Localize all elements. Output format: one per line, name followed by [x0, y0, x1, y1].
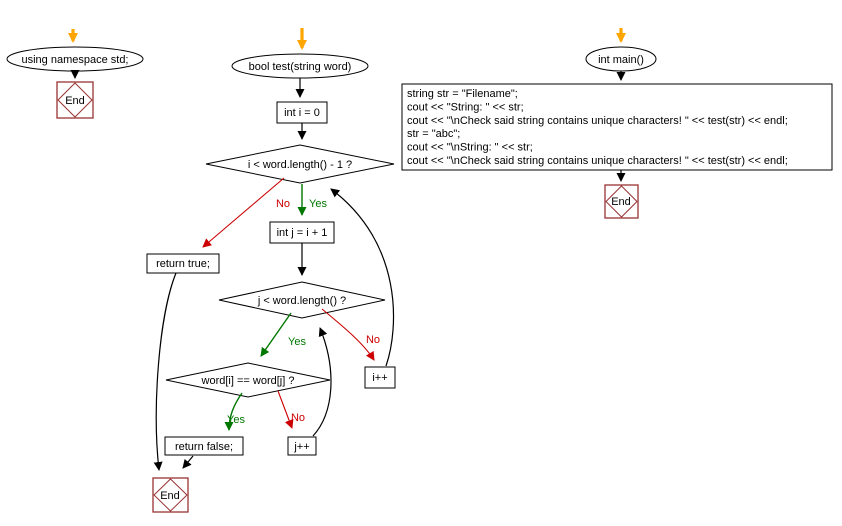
- edge-inner-yes-label: Yes: [288, 336, 306, 348]
- code-line-3: cout << "\nCheck said string contains un…: [407, 115, 788, 127]
- code-line-6: cout << "\nCheck said string contains un…: [407, 155, 788, 167]
- connector-returnfalse-end: [182, 455, 194, 469]
- code-line-5: cout << "\nString: " << str;: [407, 142, 533, 154]
- end-node-main-diamond: [605, 185, 638, 218]
- edge-inner-yes: [260, 312, 292, 357]
- process-inc-i-label: i++: [372, 372, 387, 384]
- start-node-namespace-label: using namespace std;: [21, 54, 128, 66]
- end-node-test-diamond: [153, 478, 188, 512]
- edge-match-no-label: No: [291, 412, 305, 424]
- process-inc-j-label: j++: [293, 441, 309, 453]
- end-node-left: [56, 81, 94, 119]
- process-init-j-label: int j = i + 1: [277, 227, 328, 239]
- process-return-true-label: return true;: [156, 258, 210, 270]
- connector-incj-inner: [312, 327, 332, 437]
- code-line-4: str = "abc";: [407, 128, 460, 140]
- process-main-code: [401, 83, 833, 171]
- edge-match-no: [277, 390, 294, 429]
- decision-outer-loop-label: i < word.length() - 1 ?: [248, 159, 352, 171]
- connector-inci-outer: [330, 188, 395, 367]
- process-init-i-label: int i = 0: [284, 107, 320, 119]
- edge-outer-yes-label: Yes: [309, 198, 327, 210]
- end-node-left-label: End: [65, 95, 85, 107]
- end-node-left-diamond: [57, 82, 93, 118]
- connector-returntrue-end: [153, 272, 177, 471]
- process-return-false: [164, 436, 244, 456]
- decision-inner-loop-label: j < word.length() ?: [257, 295, 346, 307]
- edge-match-yes-label: Yes: [227, 414, 245, 426]
- start-node-main-label: int main(): [598, 54, 644, 66]
- process-return-false-label: return false;: [175, 441, 233, 453]
- code-line-1: string str = "Filename";: [407, 88, 518, 100]
- end-node-main-label: End: [611, 196, 631, 208]
- decision-inner-loop: [218, 281, 386, 319]
- edge-inner-no: [321, 308, 375, 361]
- start-node-test-label: bool test(string word): [249, 61, 352, 73]
- decision-match: [165, 362, 331, 398]
- decision-outer-loop: [205, 144, 395, 184]
- edge-outer-no: [202, 177, 285, 248]
- decision-match-label: word[i] == word[j] ?: [201, 375, 295, 387]
- end-node-main: [604, 184, 639, 219]
- process-inc-j: [287, 436, 317, 456]
- end-node-test: [152, 477, 189, 513]
- edge-outer-no-label: No: [276, 198, 290, 210]
- edge-match-yes: [224, 392, 243, 431]
- end-node-test-label: End: [160, 490, 180, 502]
- process-return-true: [146, 253, 220, 274]
- code-line-2: cout << "String: " << str;: [407, 101, 524, 113]
- process-inc-i: [364, 366, 396, 389]
- edge-inner-no-label: No: [366, 334, 380, 346]
